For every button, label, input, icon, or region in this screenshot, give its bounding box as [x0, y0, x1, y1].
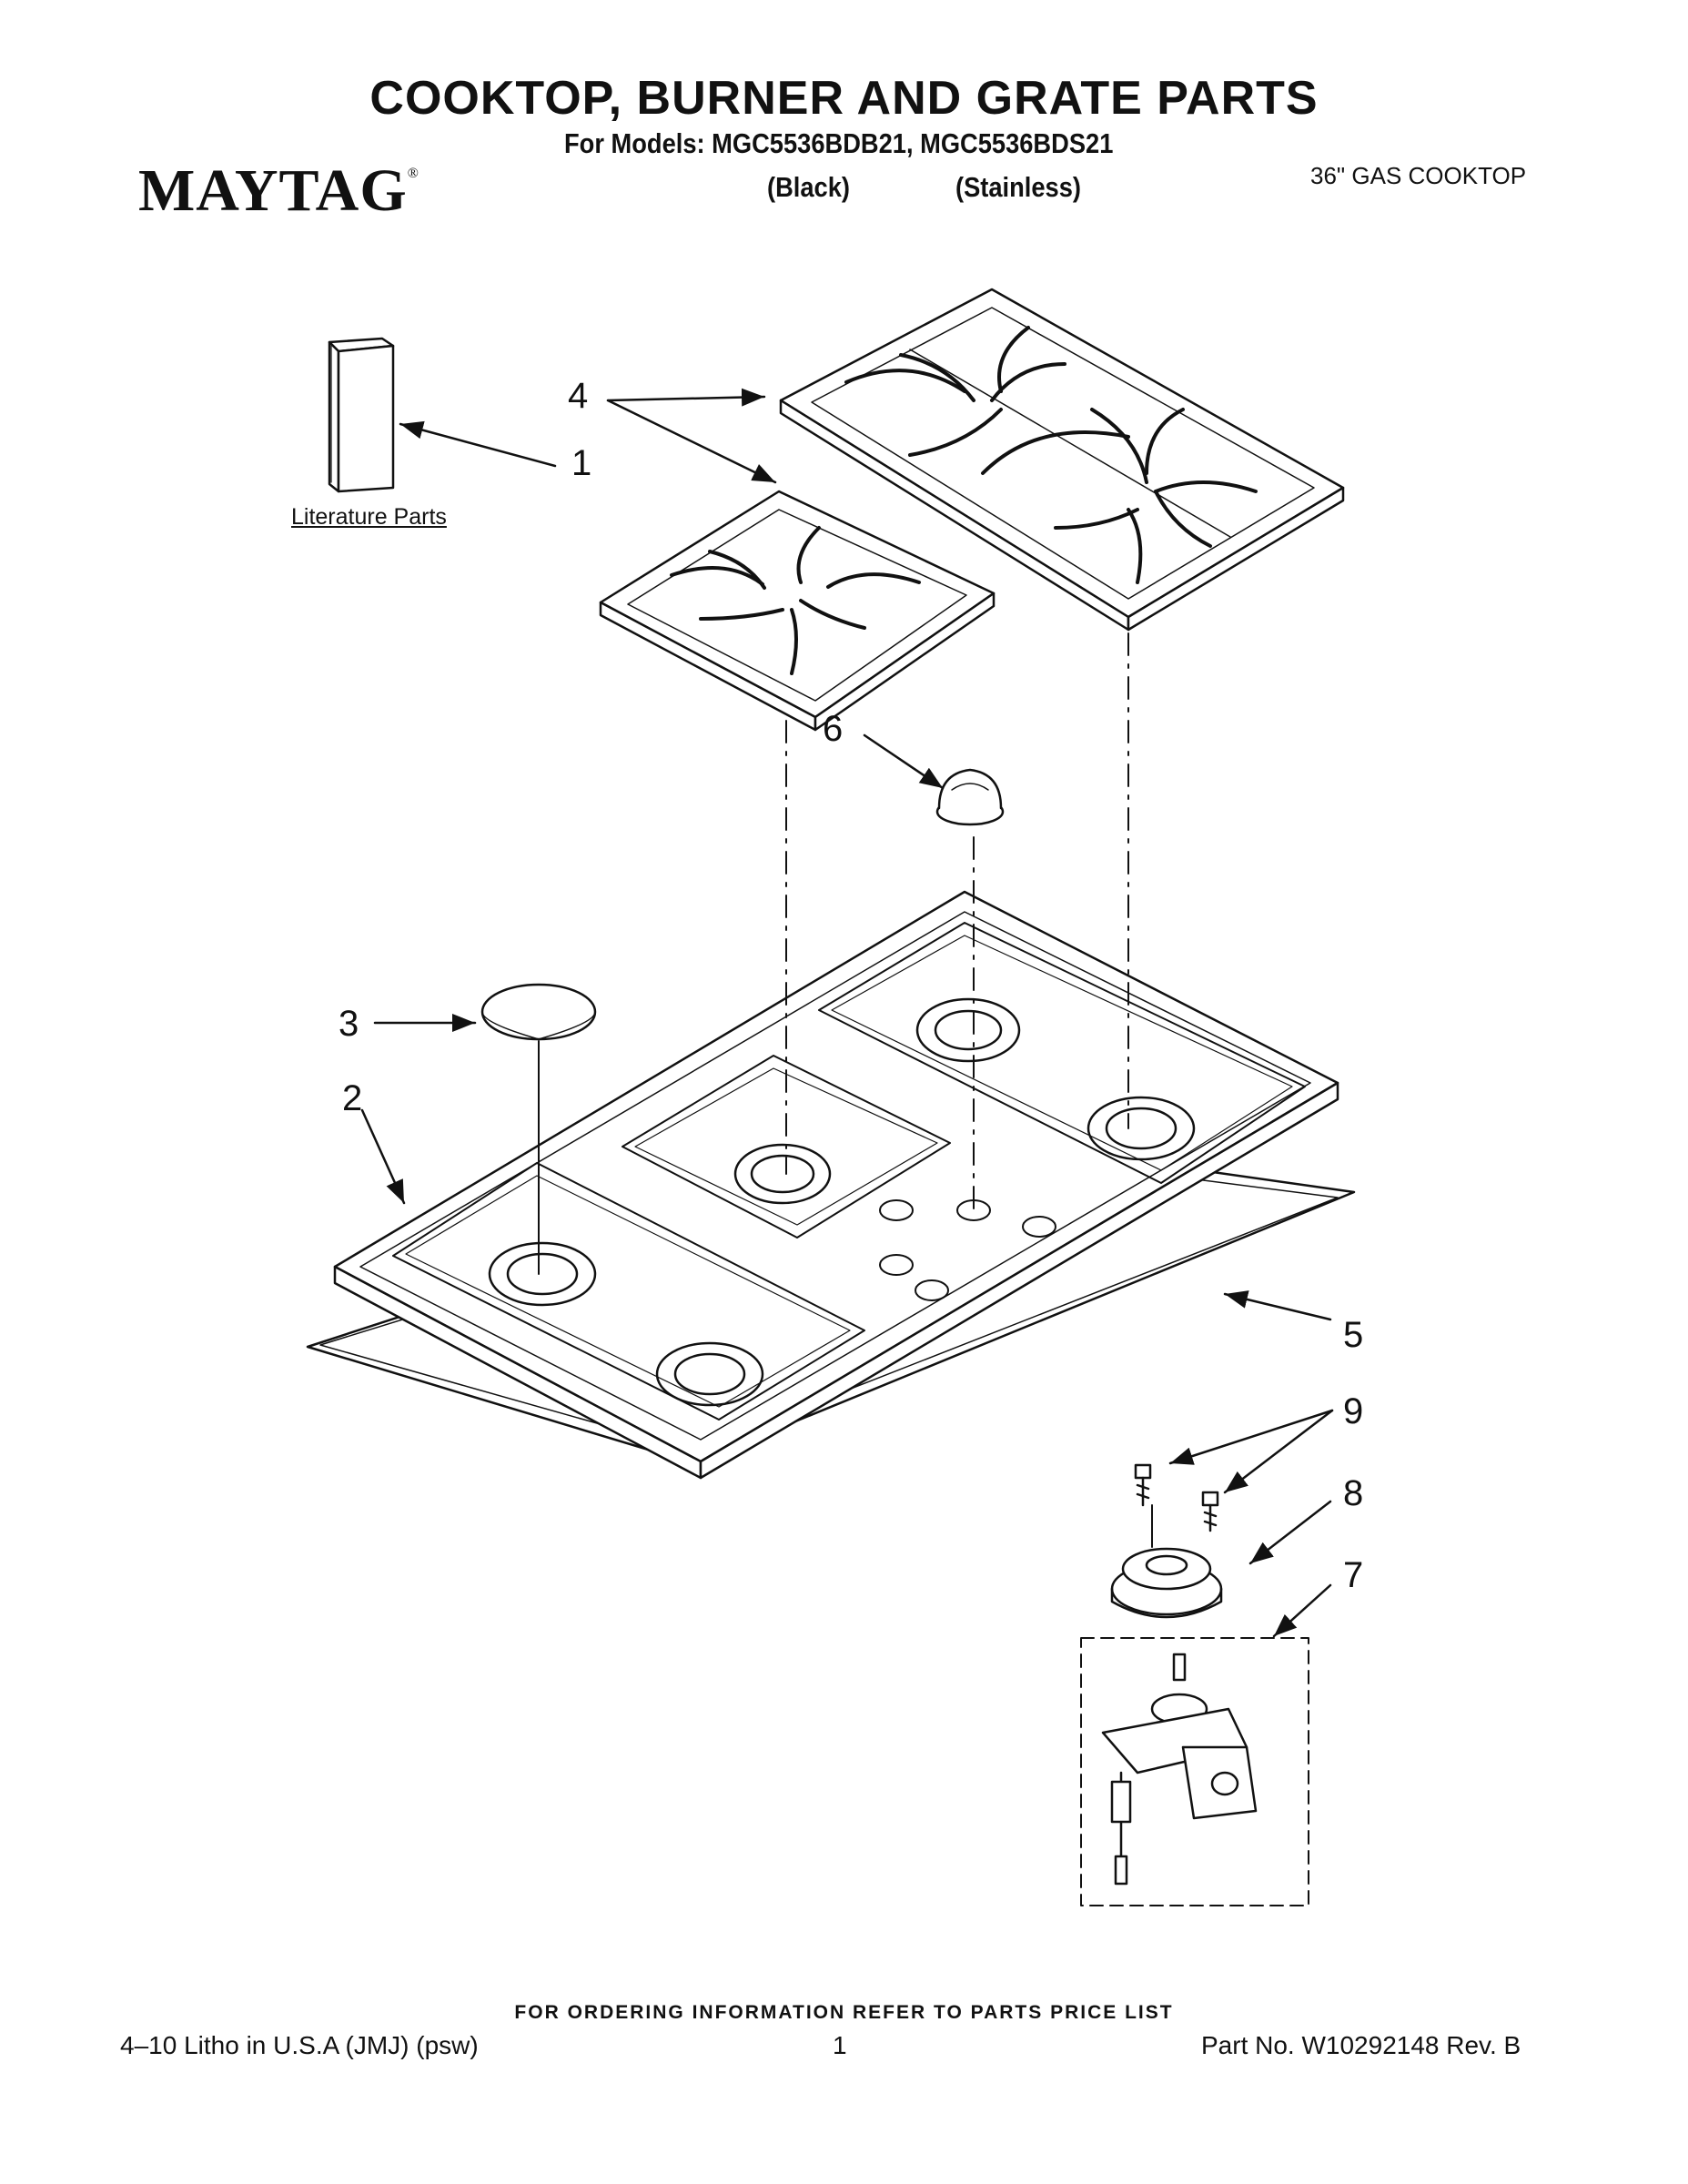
valve-assembly	[1080, 1637, 1309, 1906]
litho-info: 4–10 Litho in U.S.A (JMJ) (psw)	[120, 2031, 479, 2059]
variant-stainless: (Stainless)	[955, 171, 1081, 203]
callout-5: 5	[1343, 1315, 1363, 1355]
callout-3: 3	[339, 1004, 359, 1044]
callout-labels: 1 2 3 4 5 6 7 8 9	[339, 376, 1363, 1595]
control-knob	[935, 768, 1005, 826]
page-title: COOKTOP, BURNER AND GRATE PARTS	[369, 72, 1319, 125]
product-type: 36" GAS COOKTOP	[1310, 162, 1527, 189]
burner-base-right-front	[1087, 1096, 1196, 1161]
burner-base-center	[733, 1143, 832, 1205]
assembly-lines	[785, 632, 1129, 1211]
callout-8: 8	[1343, 1473, 1363, 1513]
callout-9: 9	[1343, 1391, 1363, 1431]
large-grate	[779, 288, 1345, 632]
registered-mark: ®	[407, 166, 419, 181]
brand-logo: MAYTAG®	[138, 157, 419, 226]
burner-base	[1110, 1547, 1223, 1619]
ordering-note: FOR ORDERING INFORMATION REFER TO PARTS …	[514, 2002, 1174, 2023]
burner-base-left-front	[655, 1341, 764, 1407]
cooktop-surface	[333, 890, 1339, 1480]
callout-7: 7	[1343, 1555, 1363, 1595]
burner-cap	[480, 983, 597, 1041]
small-grate	[599, 490, 996, 732]
literature-booklet	[328, 337, 395, 493]
part-number: Part No. W10292148 Rev. B	[1201, 2031, 1521, 2059]
model-numbers: For Models: MGC5536BDB21, MGC5536BDS21	[564, 127, 1114, 159]
screws	[1134, 1463, 1219, 1532]
variant-black: (Black)	[767, 171, 850, 203]
callout-1: 1	[571, 443, 591, 483]
burner-base-left-rear	[488, 1241, 597, 1307]
page-number: 1	[833, 2031, 847, 2059]
callout-4: 4	[568, 376, 588, 416]
literature-parts-label: Literature Parts	[291, 504, 447, 530]
burner-base-right-rear	[915, 997, 1021, 1063]
callout-2: 2	[342, 1078, 362, 1118]
brand-name: MAYTAG	[138, 157, 408, 224]
assembly-lines-solid	[538, 1040, 1153, 1548]
callout-6: 6	[823, 709, 843, 749]
callout-arrows	[360, 388, 1334, 1638]
